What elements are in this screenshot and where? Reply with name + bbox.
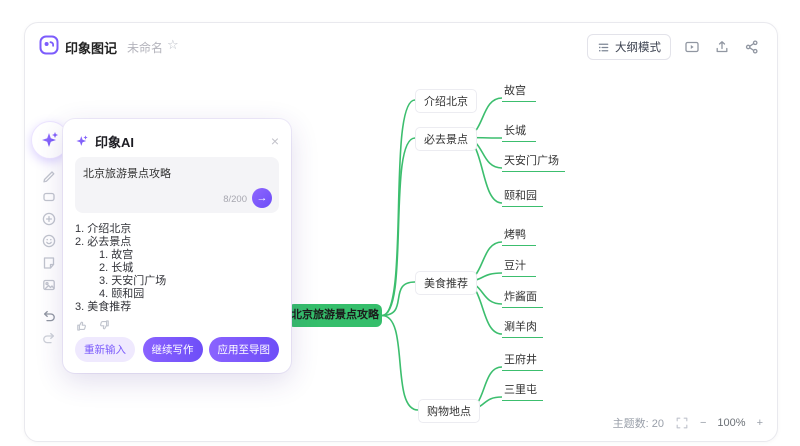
- share-icon[interactable]: [743, 38, 761, 56]
- favorite-star-icon[interactable]: ☆: [167, 37, 179, 52]
- branch-node[interactable]: 必去景点: [415, 127, 477, 151]
- branch-node[interactable]: 美食推荐: [415, 271, 477, 295]
- fit-view-icon[interactable]: [675, 416, 689, 430]
- pen-icon[interactable]: [41, 167, 57, 183]
- ai-outline-result: 1. 介绍北京 2. 必去景点 1. 故宫 2. 长城 3. 天安门广场 4. …: [75, 223, 279, 315]
- leaf-node[interactable]: 长城: [502, 122, 536, 142]
- add-node-icon[interactable]: [41, 211, 57, 227]
- outline-line: 2. 必去景点: [75, 236, 132, 248]
- dialog-title: 印象AI: [95, 134, 135, 150]
- continue-writing-button[interactable]: 继续写作: [142, 337, 203, 362]
- outline-line: 3. 天安门广场: [99, 275, 167, 287]
- leaf-node[interactable]: 烤鸭: [502, 226, 536, 246]
- mindmap-root-node[interactable]: 北京旅游景点攻略: [288, 304, 382, 327]
- leaf-node[interactable]: 涮羊肉: [502, 318, 543, 338]
- prompt-text: 北京旅游景点攻略: [83, 168, 171, 180]
- leaf-node[interactable]: 颐和园: [502, 187, 543, 207]
- outline-mode-label: 大纲模式: [615, 42, 661, 54]
- leaf-node[interactable]: 炸酱面: [502, 288, 543, 308]
- outline-line: 2. 长城: [99, 262, 134, 274]
- leaf-node[interactable]: 豆汁: [502, 257, 536, 277]
- sticky-note-icon[interactable]: [41, 255, 57, 271]
- app-window: 印象图记 未命名 ☆ 大纲模式: [24, 22, 778, 442]
- thumbs-up-icon[interactable]: [75, 319, 88, 332]
- undo-icon[interactable]: [41, 307, 57, 323]
- apply-to-map-button[interactable]: 应用至导图: [208, 337, 279, 362]
- branch-node[interactable]: 购物地点: [418, 399, 480, 423]
- app-name: 印象图记: [65, 41, 118, 56]
- leaf-node[interactable]: 故宫: [502, 82, 536, 102]
- close-icon[interactable]: ×: [270, 133, 279, 149]
- send-button[interactable]: →: [252, 188, 272, 208]
- feedback-row: [75, 319, 279, 332]
- zoom-level[interactable]: 100%: [717, 417, 746, 429]
- ai-prompt-input[interactable]: 北京旅游景点攻略 8/200 →: [75, 157, 279, 213]
- thumbs-down-icon[interactable]: [98, 319, 111, 332]
- status-bar: 主题数: 20 − 100% +: [613, 415, 763, 431]
- ai-sparkle-icon: [76, 135, 88, 146]
- outline-list-icon: [598, 43, 609, 51]
- outline-mode-button[interactable]: 大纲模式: [587, 34, 671, 60]
- top-bar: 印象图记 未命名 ☆ 大纲模式: [25, 23, 777, 67]
- leaf-node[interactable]: 三里屯: [502, 381, 543, 401]
- zoom-out-button[interactable]: −: [699, 417, 707, 429]
- slideshow-icon[interactable]: [683, 38, 701, 56]
- image-icon[interactable]: [41, 277, 57, 293]
- emoji-icon[interactable]: [41, 233, 57, 249]
- char-counter: 8/200: [223, 194, 247, 205]
- branch-node[interactable]: 介绍北京: [415, 89, 477, 113]
- export-icon[interactable]: [713, 38, 731, 56]
- leaf-node[interactable]: 天安门广场: [502, 152, 565, 172]
- ai-sparkle-icon: [42, 132, 58, 147]
- ai-dialog: 印象AI × 北京旅游景点攻略 8/200 → 1. 介绍北京 2. 必去景点 …: [63, 119, 291, 373]
- zoom-in-button[interactable]: +: [756, 417, 763, 429]
- redo-icon[interactable]: [41, 329, 57, 345]
- outline-line: 4. 颐和园: [99, 288, 145, 300]
- document-title[interactable]: 未命名: [127, 41, 164, 55]
- topbar-actions: 大纲模式: [587, 34, 761, 60]
- app-logo-icon[interactable]: [39, 35, 59, 55]
- ai-assistant-button[interactable]: [31, 121, 69, 159]
- outline-line: 1. 故宫: [99, 249, 134, 261]
- leaf-node[interactable]: 王府井: [502, 351, 543, 371]
- shape-icon[interactable]: [41, 189, 57, 205]
- reinput-button[interactable]: 重新输入: [75, 337, 135, 362]
- outline-line: 1. 介绍北京: [75, 223, 132, 235]
- outline-line: 3. 美食推荐: [75, 301, 132, 313]
- topic-count: 主题数: 20: [612, 418, 664, 430]
